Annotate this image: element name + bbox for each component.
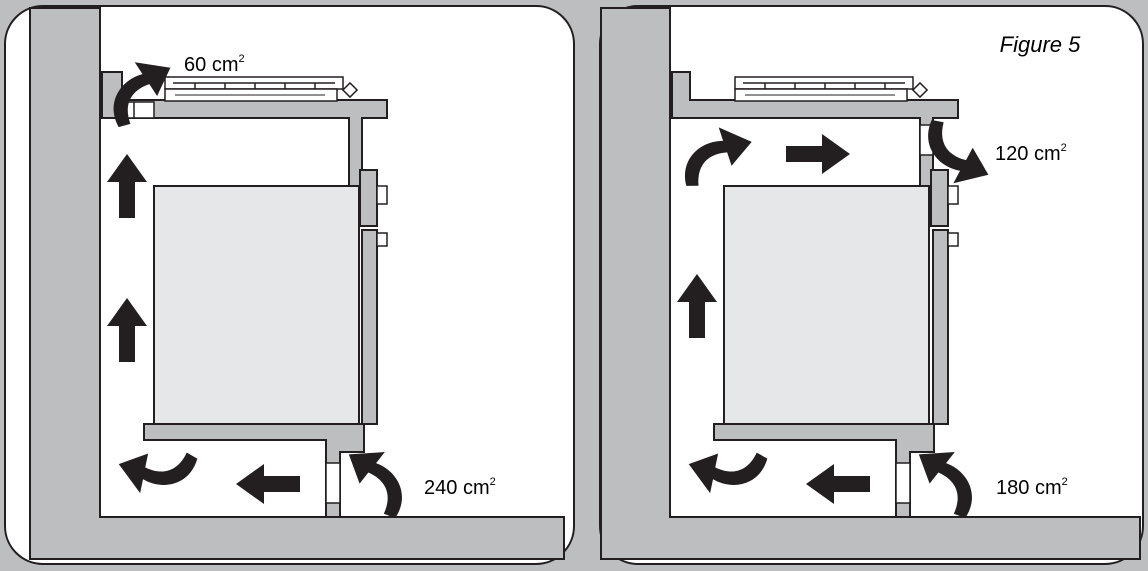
right-oven bbox=[723, 185, 930, 425]
left-wall bbox=[29, 7, 565, 560]
left-control-panel bbox=[359, 169, 378, 227]
right-door bbox=[932, 229, 949, 425]
left-bottom-vent bbox=[325, 462, 341, 504]
left-top-vent-label: 60 cm2 bbox=[184, 53, 245, 76]
right-knob bbox=[947, 185, 959, 205]
right-bottom-vent bbox=[895, 462, 911, 504]
left-door bbox=[361, 229, 378, 425]
right-wall bbox=[600, 7, 1141, 560]
right-panel: Figure 5 120 cm2 180 cm2 bbox=[599, 5, 1144, 565]
right-hob bbox=[734, 76, 928, 102]
left-panel: 60 cm2 240 cm2 bbox=[4, 5, 575, 565]
right-door-handle bbox=[947, 232, 959, 247]
left-door-handle bbox=[376, 232, 388, 247]
right-plinth bbox=[713, 423, 935, 518]
left-hob bbox=[164, 76, 358, 102]
figure-title: Figure 5 bbox=[1000, 32, 1081, 57]
left-plinth bbox=[143, 423, 365, 518]
right-bottom-vent-label: 180 cm2 bbox=[996, 476, 1068, 499]
left-oven bbox=[153, 185, 360, 425]
left-bottom-vent-label: 240 cm2 bbox=[424, 476, 496, 499]
right-top-vent-label: 120 cm2 bbox=[995, 142, 1067, 165]
left-knob bbox=[376, 185, 388, 205]
right-control-panel bbox=[930, 169, 949, 227]
